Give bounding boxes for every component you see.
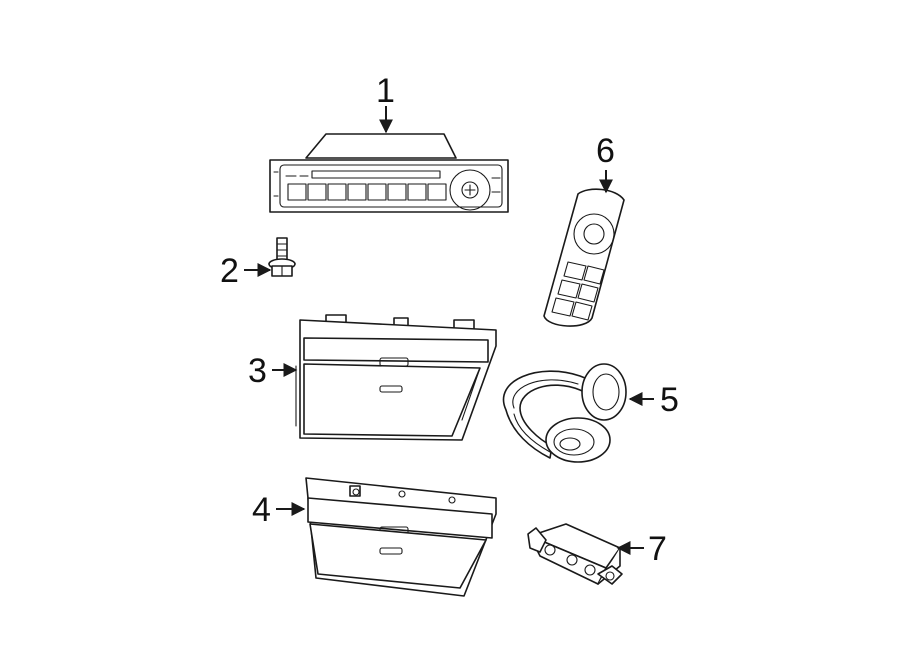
callout-7: 7 [648, 530, 667, 568]
leader-lines [244, 106, 654, 555]
remote-dpad-icon [573, 213, 615, 255]
remote-buttons [551, 261, 605, 321]
callout-6: 6 [596, 132, 615, 170]
callout-labels: 1 2 3 4 5 6 7 [220, 72, 679, 568]
part-6-remote-control [543, 188, 625, 327]
radio-buttons [287, 183, 447, 201]
part-7-module [527, 523, 623, 585]
callout-2: 2 [220, 252, 239, 290]
part-1-radio-unit [269, 133, 509, 213]
callout-1: 1 [376, 72, 395, 110]
part-3-overhead-monitor [295, 314, 497, 441]
callout-5: 5 [660, 381, 679, 419]
part-5-headphones [502, 363, 627, 463]
radio-dial-icon [449, 169, 491, 211]
part-2-bolt [268, 237, 296, 277]
callout-4: 4 [252, 491, 271, 529]
part-4-monitor [305, 477, 497, 597]
callout-3: 3 [248, 352, 267, 390]
